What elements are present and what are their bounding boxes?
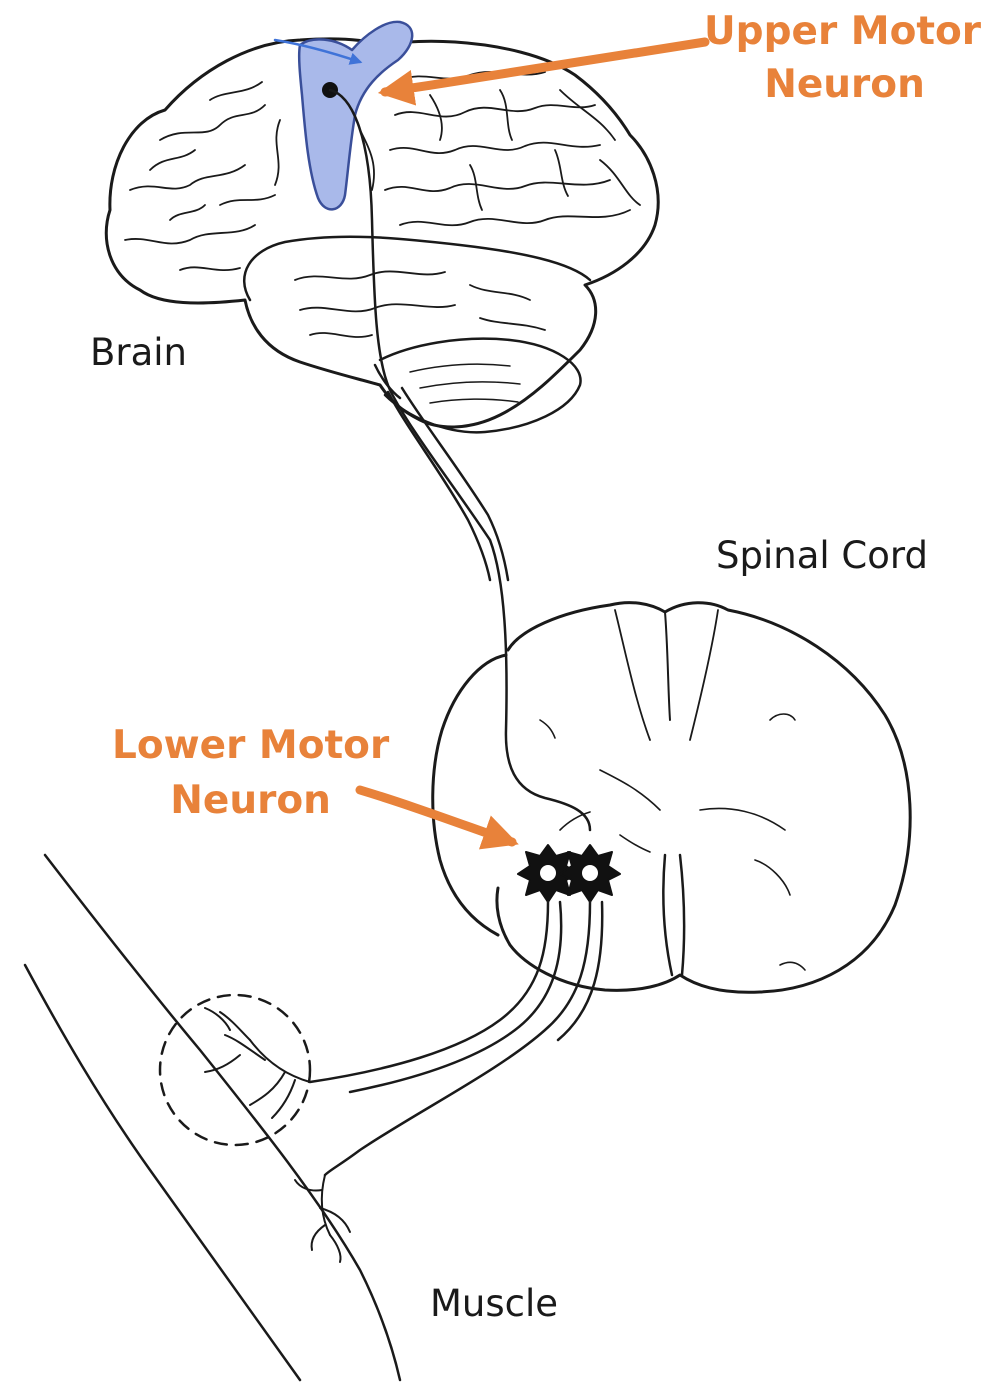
- spinal-cord-outline-left-lobe: [433, 655, 506, 935]
- spinal-cord-label: Spinal Cord: [716, 535, 928, 578]
- brain: [106, 39, 658, 432]
- upper-motor-neuron-pointer: [385, 42, 705, 92]
- gray-matter-marks: [540, 714, 805, 970]
- upper-motor-neuron-axon: [330, 90, 590, 830]
- upper-motor-neuron-label: Upper Motor Neuron: [704, 10, 981, 108]
- brain-label: Brain: [90, 332, 187, 375]
- muscle-outline-upper: [45, 855, 400, 1380]
- lower-motor-neuron-axon-2: [325, 902, 590, 1175]
- cell-nucleus-right: [582, 865, 598, 881]
- spinal-cord: [433, 603, 910, 993]
- upper-motor-neuron-label-line2: Neuron: [704, 63, 981, 108]
- dorsal-septum: [665, 612, 670, 720]
- cell-nucleus-left: [540, 865, 556, 881]
- junction-highlight-circle: [160, 995, 310, 1145]
- muscle: [25, 855, 400, 1380]
- lower-motor-neuron-cells: [518, 845, 620, 902]
- spinal-cord-outline: [497, 603, 910, 993]
- lower-motor-neuron-axon-1-inner: [350, 902, 561, 1092]
- ventral-median-fissure: [663, 855, 684, 975]
- cerebellum-folia: [410, 364, 520, 403]
- upper-motor-neuron-label-line1: Upper Motor: [704, 10, 981, 55]
- temporal-lobe-outline: [244, 237, 590, 300]
- neuromuscular-junction-2: [295, 1175, 350, 1262]
- lower-motor-neuron-label-line2: Neuron: [112, 779, 389, 824]
- cerebellum-outline: [380, 339, 581, 433]
- lower-motor-neuron-axon-2-inner: [558, 902, 602, 1040]
- muscle-outline-lower: [25, 965, 300, 1380]
- brain-gyri: [125, 72, 640, 337]
- lower-motor-neuron-label-line1: Lower Motor: [112, 724, 389, 769]
- descending-tract-left: [388, 392, 490, 580]
- muscle-label: Muscle: [430, 1283, 558, 1326]
- lower-motor-neuron-label: Lower Motor Neuron: [112, 724, 389, 824]
